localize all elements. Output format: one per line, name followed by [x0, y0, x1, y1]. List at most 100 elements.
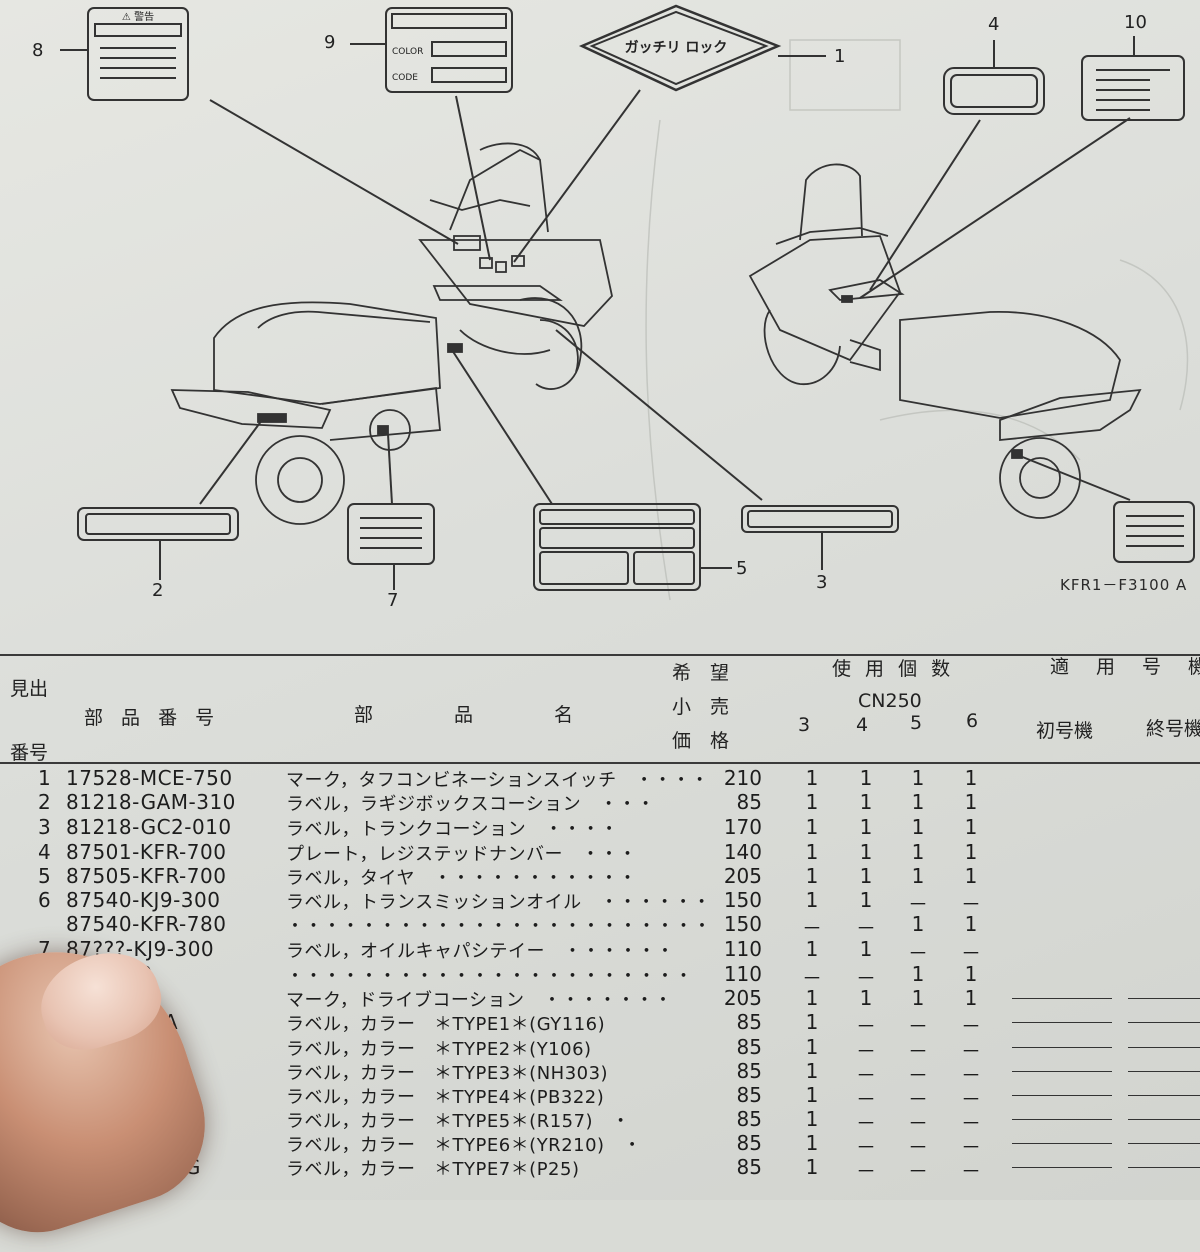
- ref-number: 1: [38, 766, 51, 790]
- part-name: ラベル，カラー ＊TYPE5＊(R157) ・: [286, 1111, 631, 1132]
- price: 150: [723, 912, 762, 936]
- qty-type-3: 1: [805, 840, 819, 864]
- header-type-3: 3: [798, 714, 811, 736]
- qty-type-5: 1: [911, 962, 925, 986]
- ref-number: 2: [38, 790, 51, 814]
- price: 85: [736, 1083, 762, 1107]
- qty-type-6: －: [961, 941, 981, 965]
- header-price-3: 価 格: [672, 730, 730, 752]
- exploded-label-diagram: ⚠ 警告 COLOR CODE ガッチリ ロック 8 9 1 4 10 2 7 …: [32, 4, 1195, 611]
- qty-type-3: －: [802, 966, 822, 990]
- qty-type-4: 1: [859, 766, 873, 790]
- part-number: 87540-KJ9-300: [66, 888, 221, 912]
- qty-type-6: 1: [964, 840, 978, 864]
- price: 170: [723, 815, 762, 839]
- header-type-6: 6: [966, 710, 979, 732]
- qty-type-3: 1: [805, 864, 819, 888]
- qty-type-5: 1: [911, 840, 925, 864]
- qty-type-6: －: [961, 1014, 981, 1038]
- callout-7: 7: [387, 590, 399, 611]
- callout-2: 2: [152, 580, 164, 601]
- qty-type-3: 1: [805, 1010, 819, 1034]
- table-row: KFR-780・・・・・・・・・・・・・・・・・・・・・・110－－11: [0, 962, 1200, 990]
- callout-3: 3: [816, 572, 828, 593]
- price: 110: [723, 937, 762, 961]
- qty-type-3: 1: [805, 937, 819, 961]
- qty-type-3: 1: [805, 790, 819, 814]
- frame-range-blank: [1012, 998, 1112, 999]
- qty-type-3: 1: [805, 888, 819, 912]
- part-name: マーク，タフコンビネーションスイッチ ・・・・: [286, 770, 710, 791]
- part-name: ラベル，カラー ＊TYPE3＊(NH303): [286, 1063, 609, 1084]
- price: 150: [723, 888, 762, 912]
- qty-type-6: －: [961, 1063, 981, 1087]
- qty-type-6: －: [961, 1135, 981, 1159]
- figure-code: KFR1－F3100 A: [1060, 576, 1188, 594]
- qty-type-3: 1: [805, 815, 819, 839]
- callout-5: 5: [736, 558, 748, 579]
- header-part-name: 部 品 名: [354, 704, 580, 726]
- qty-type-3: 1: [805, 1155, 819, 1179]
- qty-type-4: 1: [859, 864, 873, 888]
- qty-type-6: －: [961, 1111, 981, 1135]
- header-first-frame: 初号機: [1036, 720, 1094, 742]
- color-label-text: COLOR: [392, 47, 423, 57]
- frame-range-blank: [1012, 1022, 1112, 1023]
- part-name: マーク，ドライブコーション ・・・・・・・: [286, 990, 673, 1011]
- qty-type-4: －: [856, 916, 876, 940]
- frame-range-blank: [1128, 998, 1200, 999]
- qty-type-4: －: [856, 1014, 876, 1038]
- qty-type-4: 1: [859, 840, 873, 864]
- qty-type-4: 1: [859, 888, 873, 912]
- qty-type-5: 1: [911, 766, 925, 790]
- qty-type-5: －: [908, 1111, 928, 1135]
- header-type-5: 5: [910, 712, 923, 734]
- qty-type-6: －: [961, 1087, 981, 1111]
- qty-type-6: －: [961, 1159, 981, 1183]
- qty-type-6: －: [961, 892, 981, 916]
- scooter-label-illustration: ⚠ 警告 COLOR CODE ガッチリ ロック: [60, 4, 1195, 601]
- header-applicable: 適 用 号 機: [1050, 656, 1200, 678]
- part-name: ラベル，カラー ＊TYPE2＊(Y106): [286, 1039, 592, 1060]
- ref-number: 4: [38, 840, 51, 864]
- part-number: 87540-KFR-780: [66, 912, 227, 936]
- callout-9: 9: [324, 32, 336, 53]
- table-top-rule: [0, 654, 1200, 656]
- qty-type-5: －: [908, 1135, 928, 1159]
- part-name: ラベル，カラー ＊TYPE6＊(YR210) ・: [286, 1135, 642, 1156]
- qty-type-5: 1: [911, 864, 925, 888]
- qty-type-5: －: [908, 1014, 928, 1038]
- price: 85: [736, 1059, 762, 1083]
- part-number: 81218-GAM-310: [66, 790, 236, 814]
- qty-type-4: －: [856, 1087, 876, 1111]
- qty-type-5: 1: [911, 986, 925, 1010]
- frame-range-blank: [1012, 1095, 1112, 1096]
- frame-range-blank: [1128, 1022, 1200, 1023]
- frame-range-blank: [1128, 1047, 1200, 1048]
- qty-type-3: 1: [805, 1107, 819, 1131]
- ref-number: 5: [38, 864, 51, 888]
- qty-type-3: 1: [805, 1059, 819, 1083]
- table-row: KFR-Y00ZAラベル，カラー ＊TYPE1＊(GY116)851－－－: [0, 1010, 1200, 1038]
- qty-type-3: 1: [805, 1035, 819, 1059]
- frame-range-blank: [1128, 1071, 1200, 1072]
- qty-type-3: 1: [805, 766, 819, 790]
- price: 85: [736, 1035, 762, 1059]
- part-name: プレート，レジステッドナンバー ・・・: [286, 844, 637, 865]
- price: 140: [723, 840, 762, 864]
- price: 110: [723, 962, 762, 986]
- ref-number: 3: [38, 815, 51, 839]
- part-name: ラベル，カラー ＊TYPE4＊(PB322): [286, 1087, 605, 1108]
- header-usage: 使 用 個 数: [832, 658, 955, 680]
- price: 205: [723, 986, 762, 1010]
- qty-type-4: －: [856, 1039, 876, 1063]
- qty-type-4: 1: [859, 790, 873, 814]
- price: 85: [736, 1131, 762, 1155]
- part-number: 87505-KFR-700: [66, 864, 227, 888]
- qty-type-3: 1: [805, 1083, 819, 1107]
